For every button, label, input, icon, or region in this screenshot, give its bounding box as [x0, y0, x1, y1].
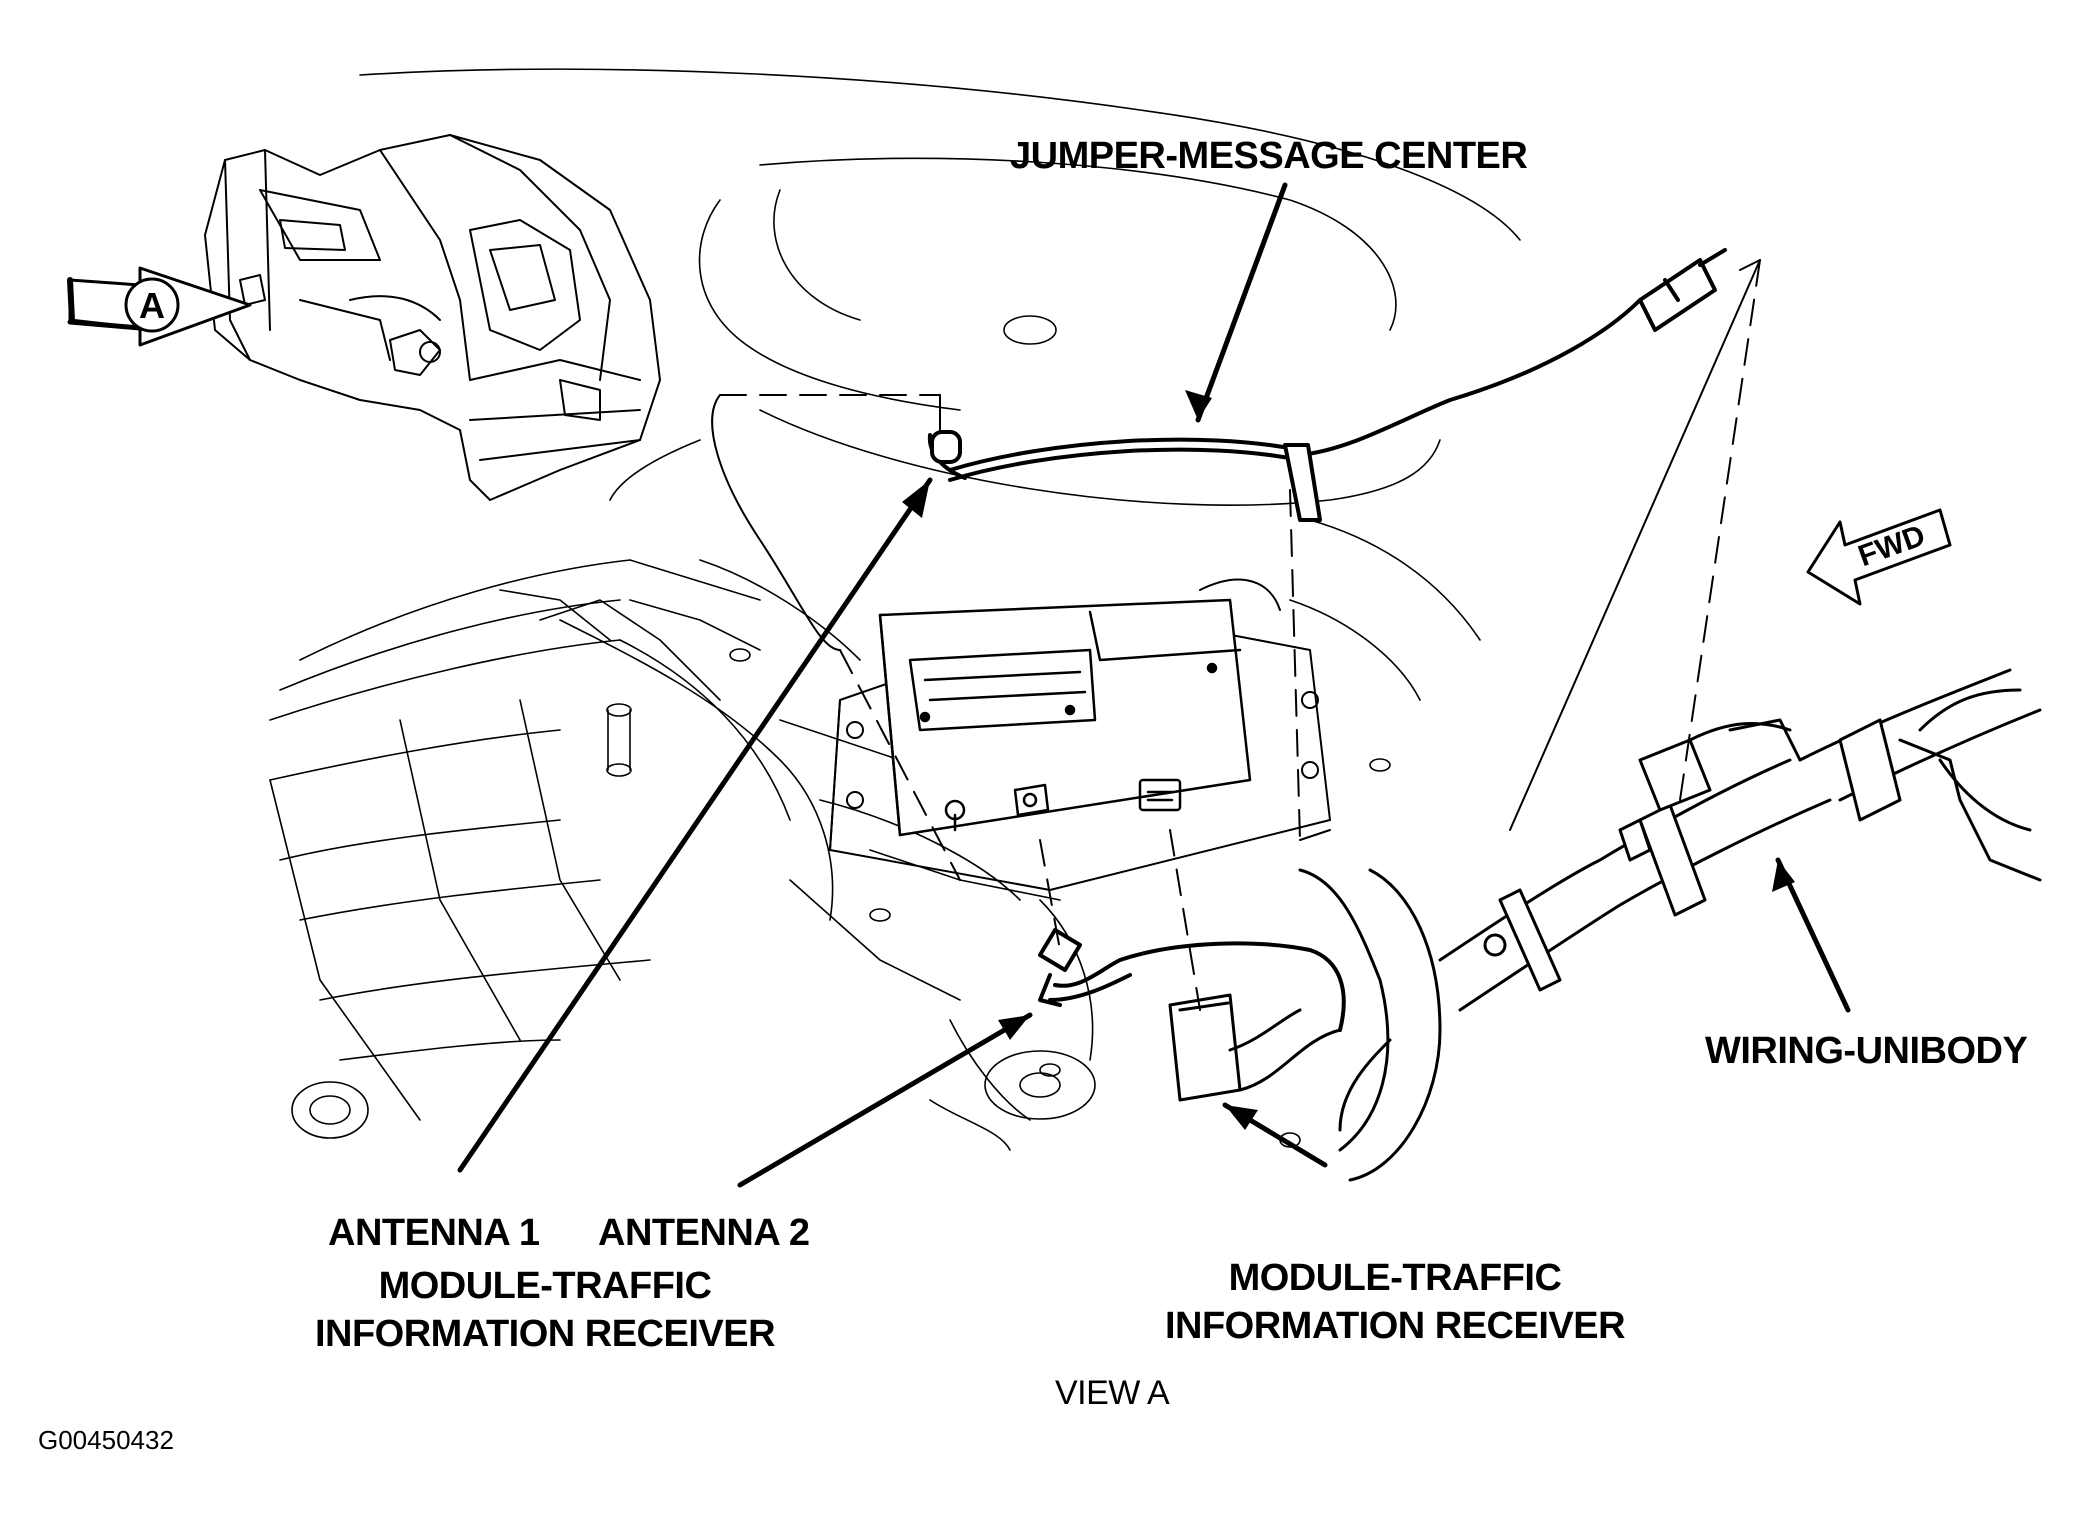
label-module-traffic-left: MODULE-TRAFFIC INFORMATION RECEIVER: [295, 1263, 795, 1358]
module-right-line-2: INFORMATION RECEIVER: [1164, 1304, 1626, 1347]
vehicle-thumbnail: [204, 134, 661, 501]
antenna-2-lead: [1038, 928, 1346, 1032]
module-right-line-1: MODULE-TRAFFIC: [1228, 1257, 1562, 1299]
label-jumper-message-center: JUMPER-MESSAGE CENTER: [1010, 135, 1528, 177]
body-panels: [269, 68, 1521, 1151]
view-a-marker: A: [139, 285, 165, 326]
label-module-traffic-right: MODULE-TRAFFIC INFORMATION RECEIVER: [1145, 1255, 1645, 1350]
label-wiring-unibody: WIRING-UNIBODY: [1705, 1030, 2028, 1072]
figure-id: G00450432: [38, 1425, 174, 1455]
callout-arrowheads: [902, 390, 1795, 1130]
receiver-module-lower: [1168, 993, 1342, 1102]
view-a-arrow: [67, 266, 252, 347]
label-antenna-1: ANTENNA 1: [328, 1212, 540, 1254]
dashed-leaders: [719, 259, 1761, 1011]
wiring-unibody-harness: [1298, 668, 2042, 1182]
forward-arrow-icon: [1806, 508, 1952, 606]
module-left-line-1: MODULE-TRAFFIC: [378, 1265, 712, 1307]
traffic-receiver-module: [878, 598, 1252, 837]
view-caption: VIEW A: [1055, 1374, 1170, 1412]
module-left-line-2: INFORMATION RECEIVER: [314, 1312, 776, 1355]
jumper-harness: [927, 248, 1727, 522]
label-antenna-2: ANTENNA 2: [598, 1212, 810, 1254]
